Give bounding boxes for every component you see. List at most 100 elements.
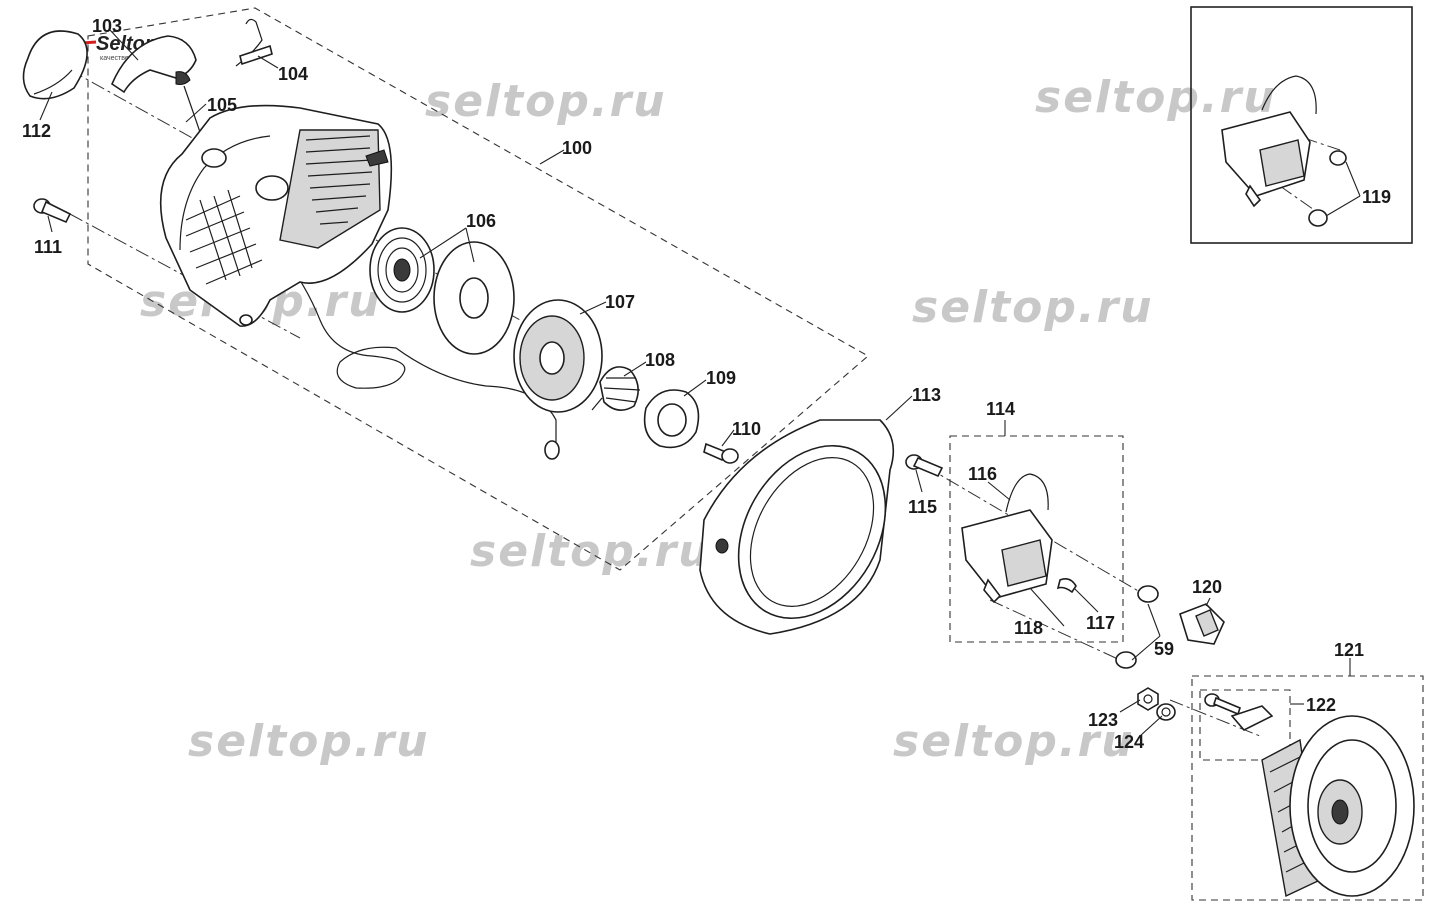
pawl-bolt-shank — [1213, 696, 1241, 716]
housing-grid — [185, 189, 263, 285]
label-121: 121 — [1334, 640, 1364, 660]
spring-center — [393, 258, 411, 282]
fitting-nut — [1195, 609, 1219, 637]
axis-line — [1279, 185, 1321, 215]
leader-109 — [683, 379, 707, 397]
carrier-hub — [657, 403, 687, 437]
part-117-spring-clip — [1056, 578, 1077, 594]
pawl-lever — [1230, 705, 1274, 731]
leader-113 — [885, 395, 913, 421]
leader-108 — [623, 361, 647, 377]
part-116-ignition-module — [961, 473, 1053, 604]
spring-cover-hole — [459, 277, 489, 319]
part-109-pawl-carrier — [643, 389, 700, 449]
rope-end-loop — [544, 440, 560, 460]
washer-hole — [1161, 707, 1171, 717]
flywheel-bore — [1331, 799, 1349, 825]
label-109: 109 — [706, 368, 736, 388]
label-114: 114 — [986, 399, 1015, 419]
leader-100 — [539, 149, 565, 165]
vent-slot-lines — [305, 135, 373, 225]
ignition-lead — [1005, 473, 1049, 513]
rope-guide-eyelet — [201, 148, 227, 168]
leader-lines — [39, 29, 1361, 737]
leader-106 — [419, 227, 475, 263]
part-113-fan-housing — [699, 419, 895, 635]
group-100-boundary — [87, 7, 869, 571]
label-103: 103 — [92, 16, 122, 36]
part-number-labels: 103 104 105 112 100 106 111 107 108 109 … — [22, 16, 1391, 752]
spring-tail — [591, 397, 603, 411]
detail-inset-frame — [1190, 6, 1413, 244]
label-112: 112 — [22, 121, 51, 141]
label-113: 113 — [912, 385, 941, 405]
label-115: 115 — [908, 497, 937, 517]
leader-107 — [579, 301, 607, 315]
part-59-washer-upper — [1137, 585, 1159, 603]
label-118: 118 — [1014, 618, 1043, 638]
clip-plate — [239, 44, 273, 66]
group-114-boundary — [949, 435, 1124, 643]
part-120-fitting — [1179, 603, 1225, 645]
inset-washer — [1329, 150, 1347, 166]
label-119: 119 — [1362, 187, 1391, 207]
vent-slots — [305, 135, 373, 225]
watermark: seltop.ru — [425, 76, 667, 127]
leader-105 — [185, 103, 207, 123]
label-110: 110 — [732, 419, 761, 439]
watermark: seltop.ru — [188, 716, 430, 767]
fan-housing-inner-rim — [749, 457, 875, 607]
part-106-spring-assembly — [369, 227, 515, 355]
grid-lines — [185, 189, 263, 285]
inset-module-coil — [1259, 139, 1305, 187]
screw-shank — [40, 200, 72, 224]
leader-112 — [39, 91, 53, 121]
housing-rim — [179, 135, 271, 251]
leader-104 — [257, 55, 279, 69]
inset-washer — [1308, 209, 1328, 227]
label-107: 107 — [605, 292, 635, 312]
part-107-rope-pulley — [513, 299, 603, 413]
leader-117-118 — [1029, 587, 1099, 627]
group-122-boundary — [1199, 689, 1291, 761]
label-100: 100 — [562, 138, 592, 158]
label-106: 106 — [466, 211, 496, 231]
housing-screw-hole — [239, 314, 253, 326]
pulley-hub — [539, 341, 565, 375]
leader-123-124 — [1119, 699, 1163, 737]
watermark-layer: seltop.ru seltop.ru seltop.ru seltop.ru … — [140, 72, 1277, 767]
part-104-clip — [235, 18, 273, 67]
part-112-cap — [22, 30, 88, 100]
leader-59 — [1131, 603, 1161, 661]
watermark: seltop.ru — [893, 716, 1135, 767]
leader-110 — [721, 429, 735, 447]
part-122-pawl-kit — [1204, 693, 1274, 731]
leader-116 — [987, 481, 1011, 501]
label-124: 124 — [1114, 732, 1144, 752]
watermark: seltop.ru — [470, 526, 712, 577]
label-105: 105 — [207, 95, 237, 115]
leader-119 — [1325, 161, 1361, 217]
part-59-washer-lower — [1115, 651, 1137, 669]
housing-bolt — [715, 538, 729, 554]
watermark: seltop.ru — [1035, 72, 1277, 123]
inset-module-foot — [1245, 184, 1262, 208]
spring-coil — [385, 247, 419, 293]
fan-housing-opening — [737, 444, 887, 620]
nut-hex — [1137, 687, 1159, 711]
part-103-handle-grip — [111, 35, 197, 94]
axis-line — [989, 599, 1121, 661]
housing-tab — [365, 149, 389, 167]
label-59: 59 — [1154, 639, 1174, 659]
part-119-inset-module — [1221, 75, 1347, 227]
part-108-pawl-spring — [591, 366, 641, 411]
spring-windings — [603, 377, 641, 403]
screw-shank — [912, 456, 944, 478]
cap-edge — [33, 69, 73, 95]
leader-103 — [109, 29, 139, 61]
label-122: 122 — [1306, 695, 1336, 715]
screw-shank — [703, 442, 728, 462]
label-111: 111 — [34, 237, 62, 257]
label-120: 120 — [1192, 577, 1222, 597]
label-123: 123 — [1088, 710, 1118, 730]
